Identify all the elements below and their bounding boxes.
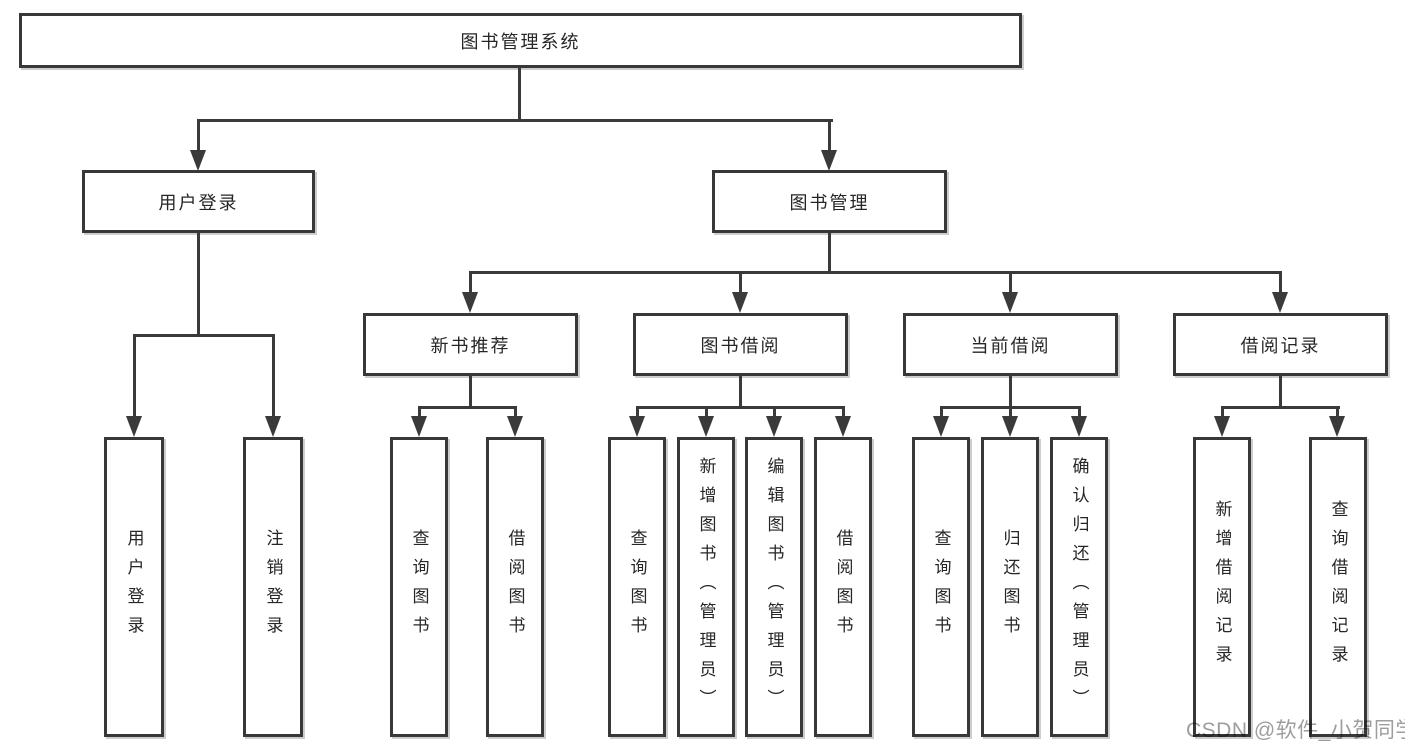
arrow-down-icon: [462, 292, 478, 313]
connector-line: [197, 233, 200, 336]
node-borrowing-borrow-books: 借阅图书: [814, 437, 872, 737]
arrow-down-icon: [1002, 416, 1018, 437]
node-user-login-action: 用户登录: [104, 437, 164, 737]
connector-line: [272, 334, 275, 417]
node-user-login: 用户登录: [82, 170, 315, 233]
node-book-borrowing: 图书借阅: [633, 313, 848, 376]
connector-line: [418, 406, 517, 409]
arrow-down-icon: [1002, 292, 1018, 313]
node-current-return-books: 归还图书: [981, 437, 1039, 737]
node-recommend-borrow-books: 借阅图书: [486, 437, 544, 737]
node-book-management: 图书管理: [712, 170, 947, 233]
connector-line: [940, 406, 943, 418]
connector-line: [1078, 406, 1081, 418]
arrow-down-icon: [1272, 292, 1288, 313]
arrow-down-icon: [411, 416, 427, 437]
node-records-query-record: 查询借阅记录: [1309, 437, 1367, 737]
connector-line: [705, 406, 708, 418]
arrow-down-icon: [732, 292, 748, 313]
connector-line: [636, 406, 845, 409]
node-new-book-recommendation: 新书推荐: [363, 313, 578, 376]
connector-line: [514, 406, 517, 418]
connector-line: [739, 376, 742, 408]
connector-line: [828, 119, 831, 151]
connector-line: [469, 376, 472, 408]
node-borrowing-edit-books-admin: 编辑图书（管理员）: [745, 437, 803, 737]
node-library-system: 图书管理系统: [19, 13, 1022, 68]
connector-line: [1009, 406, 1012, 418]
connector-line: [842, 406, 845, 418]
connector-line: [1279, 376, 1282, 408]
node-current-borrowing: 当前借阅: [903, 313, 1118, 376]
arrow-down-icon: [1329, 416, 1345, 437]
node-borrowing-query-books: 查询图书: [608, 437, 666, 737]
arrow-down-icon: [190, 150, 206, 171]
arrow-down-icon: [835, 416, 851, 437]
connector-line: [1009, 271, 1012, 295]
node-logout-action: 注销登录: [243, 437, 303, 737]
connector-line: [518, 68, 521, 120]
arrow-down-icon: [766, 416, 782, 437]
arrow-down-icon: [1214, 416, 1230, 437]
connector-line: [133, 334, 136, 417]
node-recommend-query-books: 查询图书: [390, 437, 448, 737]
connector-line: [828, 233, 831, 274]
connector-line: [1336, 406, 1339, 418]
arrow-down-icon: [1071, 416, 1087, 437]
connector-line: [1009, 376, 1012, 408]
node-current-confirm-return-admin: 确认归还（管理员）: [1050, 437, 1108, 737]
connector-line: [197, 119, 200, 151]
node-borrowing-add-books-admin: 新增图书（管理员）: [677, 437, 735, 737]
node-current-query-books: 查询图书: [912, 437, 970, 737]
arrow-down-icon: [507, 416, 523, 437]
connector-line: [1221, 406, 1224, 418]
connector-line: [1221, 406, 1340, 409]
connector-line: [469, 271, 472, 295]
connector-line: [418, 406, 421, 418]
arrow-down-icon: [126, 416, 142, 437]
connector-line: [197, 119, 833, 122]
csdn-watermark: CSDN @软件_小贺同学: [1186, 719, 1405, 742]
connector-line: [636, 406, 639, 418]
arrow-down-icon: [698, 416, 714, 437]
node-borrowing-records: 借阅记录: [1173, 313, 1388, 376]
arrow-down-icon: [629, 416, 645, 437]
connector-line: [739, 271, 742, 295]
arrow-down-icon: [265, 416, 281, 437]
arrow-down-icon: [933, 416, 949, 437]
arrow-down-icon: [821, 150, 837, 171]
connector-line: [1279, 271, 1282, 295]
connector-line: [469, 271, 1282, 274]
connector-line: [133, 334, 275, 337]
connector-line: [773, 406, 776, 418]
node-records-add-record: 新增借阅记录: [1193, 437, 1251, 737]
